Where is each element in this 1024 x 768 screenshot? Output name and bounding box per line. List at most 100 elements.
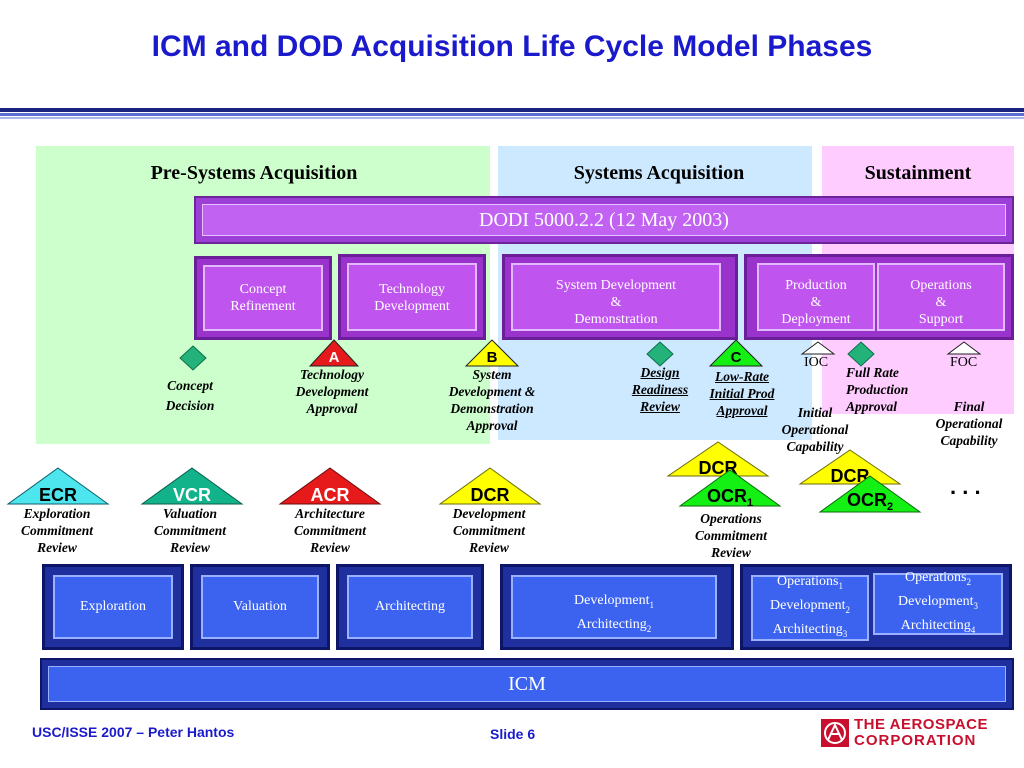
phase-text: Architecting xyxy=(772,621,843,637)
milestone-b-triangle-icon xyxy=(464,339,520,367)
phase-line: Technology xyxy=(379,282,445,297)
phase-text: Development xyxy=(898,594,974,610)
label-line: Decision xyxy=(165,398,215,413)
label-line: Review xyxy=(170,540,210,555)
phase-line: Operations2 xyxy=(905,568,971,592)
label-line: Design xyxy=(640,365,680,380)
ocr-full-label: Operations Commitment Review xyxy=(676,510,786,561)
full-rate-diamond-icon xyxy=(847,341,875,367)
label-line: Approval xyxy=(306,401,358,416)
dcr-label: DCR xyxy=(471,485,510,505)
phase-line: Production xyxy=(785,278,847,293)
icm-phase-development1-inner: Development1 Architecting2 xyxy=(511,575,717,639)
dodi-label: DODI 5000.2.2 (12 May 2003) xyxy=(479,208,729,231)
icm-phase-operations: Operations1 Development2 Architecting3 O… xyxy=(740,564,1012,650)
ecr-full-label: Exploration Commitment Review xyxy=(4,505,110,556)
label-line: Development xyxy=(452,506,526,521)
label-line: Commitment xyxy=(153,523,226,538)
header-rule xyxy=(0,117,1024,119)
footer-author: USC/ISSE 2007 – Peter Hantos xyxy=(32,724,235,740)
label-line: Full Rate xyxy=(846,365,899,380)
phase-concept-refinement-inner: Concept Refinement xyxy=(203,265,323,331)
label-line: Capability xyxy=(940,433,998,448)
label-line: Development xyxy=(295,384,369,399)
label-line: Review xyxy=(469,540,509,555)
label-line: Operational xyxy=(935,416,1003,431)
label-line: Review xyxy=(640,399,680,414)
label-line: Commitment xyxy=(694,528,767,543)
vcr-label: VCR xyxy=(173,485,211,505)
full-rate-approval-label: Full Rate Production Approval xyxy=(846,364,930,415)
milestone-a-triangle-icon xyxy=(308,339,360,367)
label-line: Operational xyxy=(781,422,849,437)
phase-text: Architecting xyxy=(576,616,647,632)
ocr1-text: OCR xyxy=(707,486,747,506)
label-line: Production xyxy=(846,382,909,397)
dodi-bar: DODI 5000.2.2 (12 May 2003) xyxy=(194,196,1014,244)
phase-line: Architecting4 xyxy=(901,616,975,640)
phase-sub: 1 xyxy=(838,581,843,592)
icm-bar-inner: ICM xyxy=(48,666,1006,702)
foc-label: FOC xyxy=(950,355,978,370)
dcr-triangle-icon xyxy=(438,467,542,505)
label-line: Initial xyxy=(797,405,833,420)
concept-decision-label: Concept Decision xyxy=(140,376,240,416)
ecr-label: ECR xyxy=(39,485,77,505)
dcr2-triangle-icon xyxy=(666,441,770,477)
phase-text: Development xyxy=(770,598,846,614)
icm-phase-valuation: Valuation xyxy=(190,564,330,650)
phase-line: Deployment xyxy=(781,312,851,327)
phase-text: Operations xyxy=(905,570,967,586)
label-line: Valuation xyxy=(162,506,218,521)
foc-triangle-icon xyxy=(946,341,982,355)
ioc-full-label: Initial Operational Capability xyxy=(766,404,864,455)
phase-system-development-inner: System Development & Demonstration xyxy=(511,263,721,331)
sdd-approval-label: System Development & Demonstration Appro… xyxy=(428,366,556,434)
icm-phase-operations1: Operations1 Development2 Architecting3 xyxy=(751,574,869,641)
ocr2-triangle-icon xyxy=(818,475,922,513)
technology-development-approval-label: Technology Development Approval xyxy=(270,366,394,417)
label-line: Development & xyxy=(448,384,536,399)
label-line: Exploration xyxy=(23,506,91,521)
ocr2-text: OCR xyxy=(847,490,887,510)
ocr2-label: OCR2 xyxy=(847,490,893,513)
phase-technology-development-inner: Technology Development xyxy=(347,263,477,331)
milestone-a-label: A xyxy=(329,349,340,366)
label-line: Approval xyxy=(716,403,768,418)
pre-systems-title: Pre-Systems Acquisition xyxy=(150,162,358,184)
logo-line2: CORPORATION xyxy=(854,732,977,749)
aerospace-logo-icon xyxy=(821,719,849,747)
concept-decision-diamond-icon xyxy=(179,345,207,371)
ecr-triangle-icon xyxy=(6,467,110,505)
acr-label: ACR xyxy=(311,485,350,505)
icm-phase-valuation-inner: Valuation xyxy=(201,575,319,639)
label-line: Capability xyxy=(786,439,844,454)
dcr-full-label: Development Commitment Review xyxy=(434,505,544,556)
label-line: Approval xyxy=(466,418,518,433)
phase-production-operations: Production & Deployment Operations & Sup… xyxy=(744,254,1014,340)
phase-sub: 4 xyxy=(970,624,976,635)
phase-label: Architecting xyxy=(375,599,445,614)
phase-sub: 3 xyxy=(973,600,978,611)
phase-sub: 2 xyxy=(966,577,971,588)
phase-line: Support xyxy=(918,312,964,327)
phase-line: & xyxy=(610,295,622,310)
acr-triangle-icon xyxy=(278,467,382,505)
footer-slide-number: Slide 6 xyxy=(490,726,536,742)
phase-text: Operations xyxy=(777,574,839,590)
icm-phase-exploration: Exploration xyxy=(42,564,184,650)
phase-sub: 3 xyxy=(842,628,848,639)
low-rate-approval-label: Low-Rate Initial Prod Approval xyxy=(692,368,792,419)
phase-line: & xyxy=(935,295,947,310)
icm-label: ICM xyxy=(508,672,546,695)
label-line: Demonstration xyxy=(450,401,534,416)
icm-phase-development1: Development1 Architecting2 xyxy=(500,564,734,650)
phase-line: Architecting2 xyxy=(577,615,651,639)
label-line: Approval xyxy=(846,399,898,414)
phase-line: Development2 xyxy=(770,596,850,620)
aerospace-logo: THE AEROSPACE CORPORATION xyxy=(820,716,1020,750)
label-line: Low-Rate xyxy=(715,369,769,384)
label-line: Review xyxy=(37,540,77,555)
phase-technology-development: Technology Development xyxy=(338,254,486,340)
